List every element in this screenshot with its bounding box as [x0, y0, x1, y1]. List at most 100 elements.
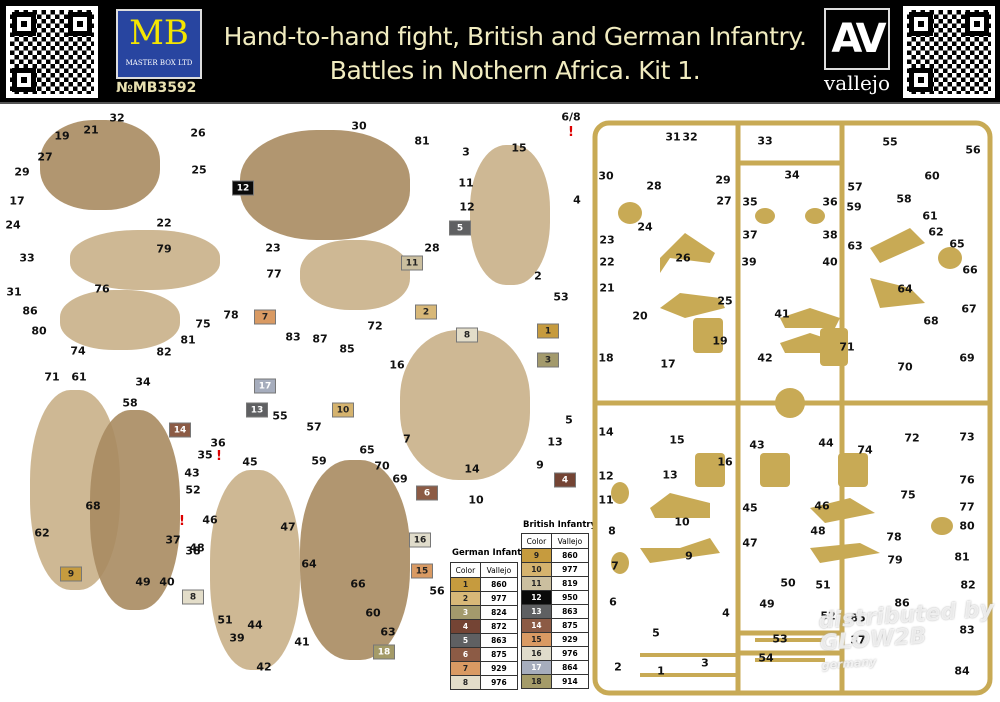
sprue-part-number: 53 [772, 632, 788, 646]
callout-number: 3 [462, 145, 470, 159]
sprue-part-number: 64 [897, 282, 913, 296]
sprue-part-number: 60 [924, 169, 940, 183]
vallejo-code-cell: 976 [550, 646, 590, 661]
color-swatch-badge: 16 [409, 532, 431, 548]
callout-number: 57 [306, 420, 322, 434]
color-number-cell: 5 [450, 633, 481, 648]
sprue-part-number: 32 [682, 130, 698, 144]
callout-number: 38 [185, 544, 201, 558]
callout-number: 5 [565, 413, 573, 427]
sprue-part-number: 13 [662, 468, 678, 482]
sprue-part-number: 43 [749, 438, 765, 452]
color-swatch-badge: 1 [537, 323, 559, 339]
vallejo-code-cell: 864 [550, 660, 590, 675]
callout-number: 64 [301, 557, 317, 571]
sprue-part-number: 80 [959, 519, 975, 533]
color-swatch-badge: 8 [182, 589, 204, 605]
callout-number: 27 [37, 150, 53, 164]
sprue-part-number: 54 [758, 651, 774, 665]
callout-number: 32 [109, 111, 125, 125]
vallejo-code-cell: 860 [550, 548, 590, 563]
sprue-part-number: 7 [611, 559, 619, 573]
vallejo-logo-mark: AV [824, 8, 890, 70]
sprue-part-number: 73 [959, 430, 975, 444]
sprue-part-number: 81 [954, 550, 970, 564]
vallejo-code-cell: 976 [479, 675, 519, 690]
sprue-part-number: 12 [598, 469, 614, 483]
callout-number: 17 [9, 194, 25, 208]
sprue-part-number: 31 [665, 130, 681, 144]
color-swatch-badge: 11 [401, 255, 423, 271]
callout-number: 9 [536, 458, 544, 472]
soldier-figure [210, 470, 300, 670]
callout-number: 66 [350, 577, 366, 591]
color-number-cell: 4 [450, 619, 481, 634]
vallejo-code-cell: 950 [550, 590, 590, 605]
sprue-part-number: 33 [757, 134, 773, 148]
callout-number: 56 [429, 584, 445, 598]
sprue-part-number: 16 [717, 455, 733, 469]
sprue-part-number: 83 [959, 623, 975, 637]
sprue-part-number: 71 [839, 340, 855, 354]
sprue-part-number: 40 [822, 255, 838, 269]
callout-number: 60 [365, 606, 381, 620]
sprue-part-number: 28 [646, 179, 662, 193]
callout-number: 77 [266, 267, 282, 281]
callout-number: 81 [180, 333, 196, 347]
sprue-part-number: 76 [959, 473, 975, 487]
callout-number: 10 [468, 493, 484, 507]
color-number-cell: 2 [450, 591, 481, 606]
callout-number: 51 [217, 613, 233, 627]
logo-text: MB [129, 13, 189, 53]
callout-number: 55 [272, 409, 288, 423]
sprue-part-number: 2 [614, 660, 622, 674]
sprue-part-number: 72 [904, 431, 920, 445]
color-swatch-badge: 17 [254, 378, 276, 394]
sprue-part-number: 17 [660, 357, 676, 371]
callout-number: 37 [165, 533, 181, 547]
col-header-color: Color [521, 533, 552, 549]
soldier-figure [90, 410, 180, 610]
color-number-cell: 7 [450, 661, 481, 676]
callout-number: 6/8 [561, 110, 581, 124]
british-table-title: British Infantry [523, 520, 597, 530]
color-swatch-badge: 9 [60, 566, 82, 582]
vallejo-code-cell: 977 [479, 591, 519, 606]
callout-number: 26 [190, 126, 206, 140]
sprue-part-number: 9 [685, 549, 693, 563]
sprue-part-number: 86 [894, 596, 910, 610]
sprue-part-number: 45 [742, 501, 758, 515]
sprue-part-number: 35 [742, 195, 758, 209]
sprue-part-number: 38 [822, 228, 838, 242]
soldier-figure [240, 130, 410, 240]
sprue-part-number: 30 [598, 169, 614, 183]
soldier-figure [470, 145, 550, 285]
sprue-part-number: 68 [923, 314, 939, 328]
callout-number: 19 [54, 129, 70, 143]
sprue-part-number: 67 [961, 302, 977, 316]
sprue-part-number: 20 [632, 309, 648, 323]
color-swatch-badge: 5 [449, 220, 471, 236]
callout-number: 53 [553, 290, 569, 304]
sprue-part-number: 34 [784, 168, 800, 182]
callout-number: 30 [351, 119, 367, 133]
callout-number: 15 [511, 141, 527, 155]
col-header-vallejo: Vallejo [479, 562, 519, 578]
sprue-part-number: 46 [814, 499, 830, 513]
title-line-2: Battles in Nothern Africa. Kit 1. [329, 56, 701, 85]
callout-number: 22 [156, 216, 172, 230]
sprue-part-number: 55 [882, 135, 898, 149]
sprue-part-number: 39 [741, 255, 757, 269]
vallejo-code-cell: 929 [550, 632, 590, 647]
vallejo-code-cell: 977 [550, 562, 590, 577]
color-swatch-badge: 12 [232, 180, 254, 196]
callout-number: 70 [374, 459, 390, 473]
sprue-part-number: 79 [887, 553, 903, 567]
sprue-part-number: 52 [820, 609, 836, 623]
vallejo-code-cell: 824 [479, 605, 519, 620]
page-title: Hand-to-hand fight, British and German I… [215, 20, 815, 88]
